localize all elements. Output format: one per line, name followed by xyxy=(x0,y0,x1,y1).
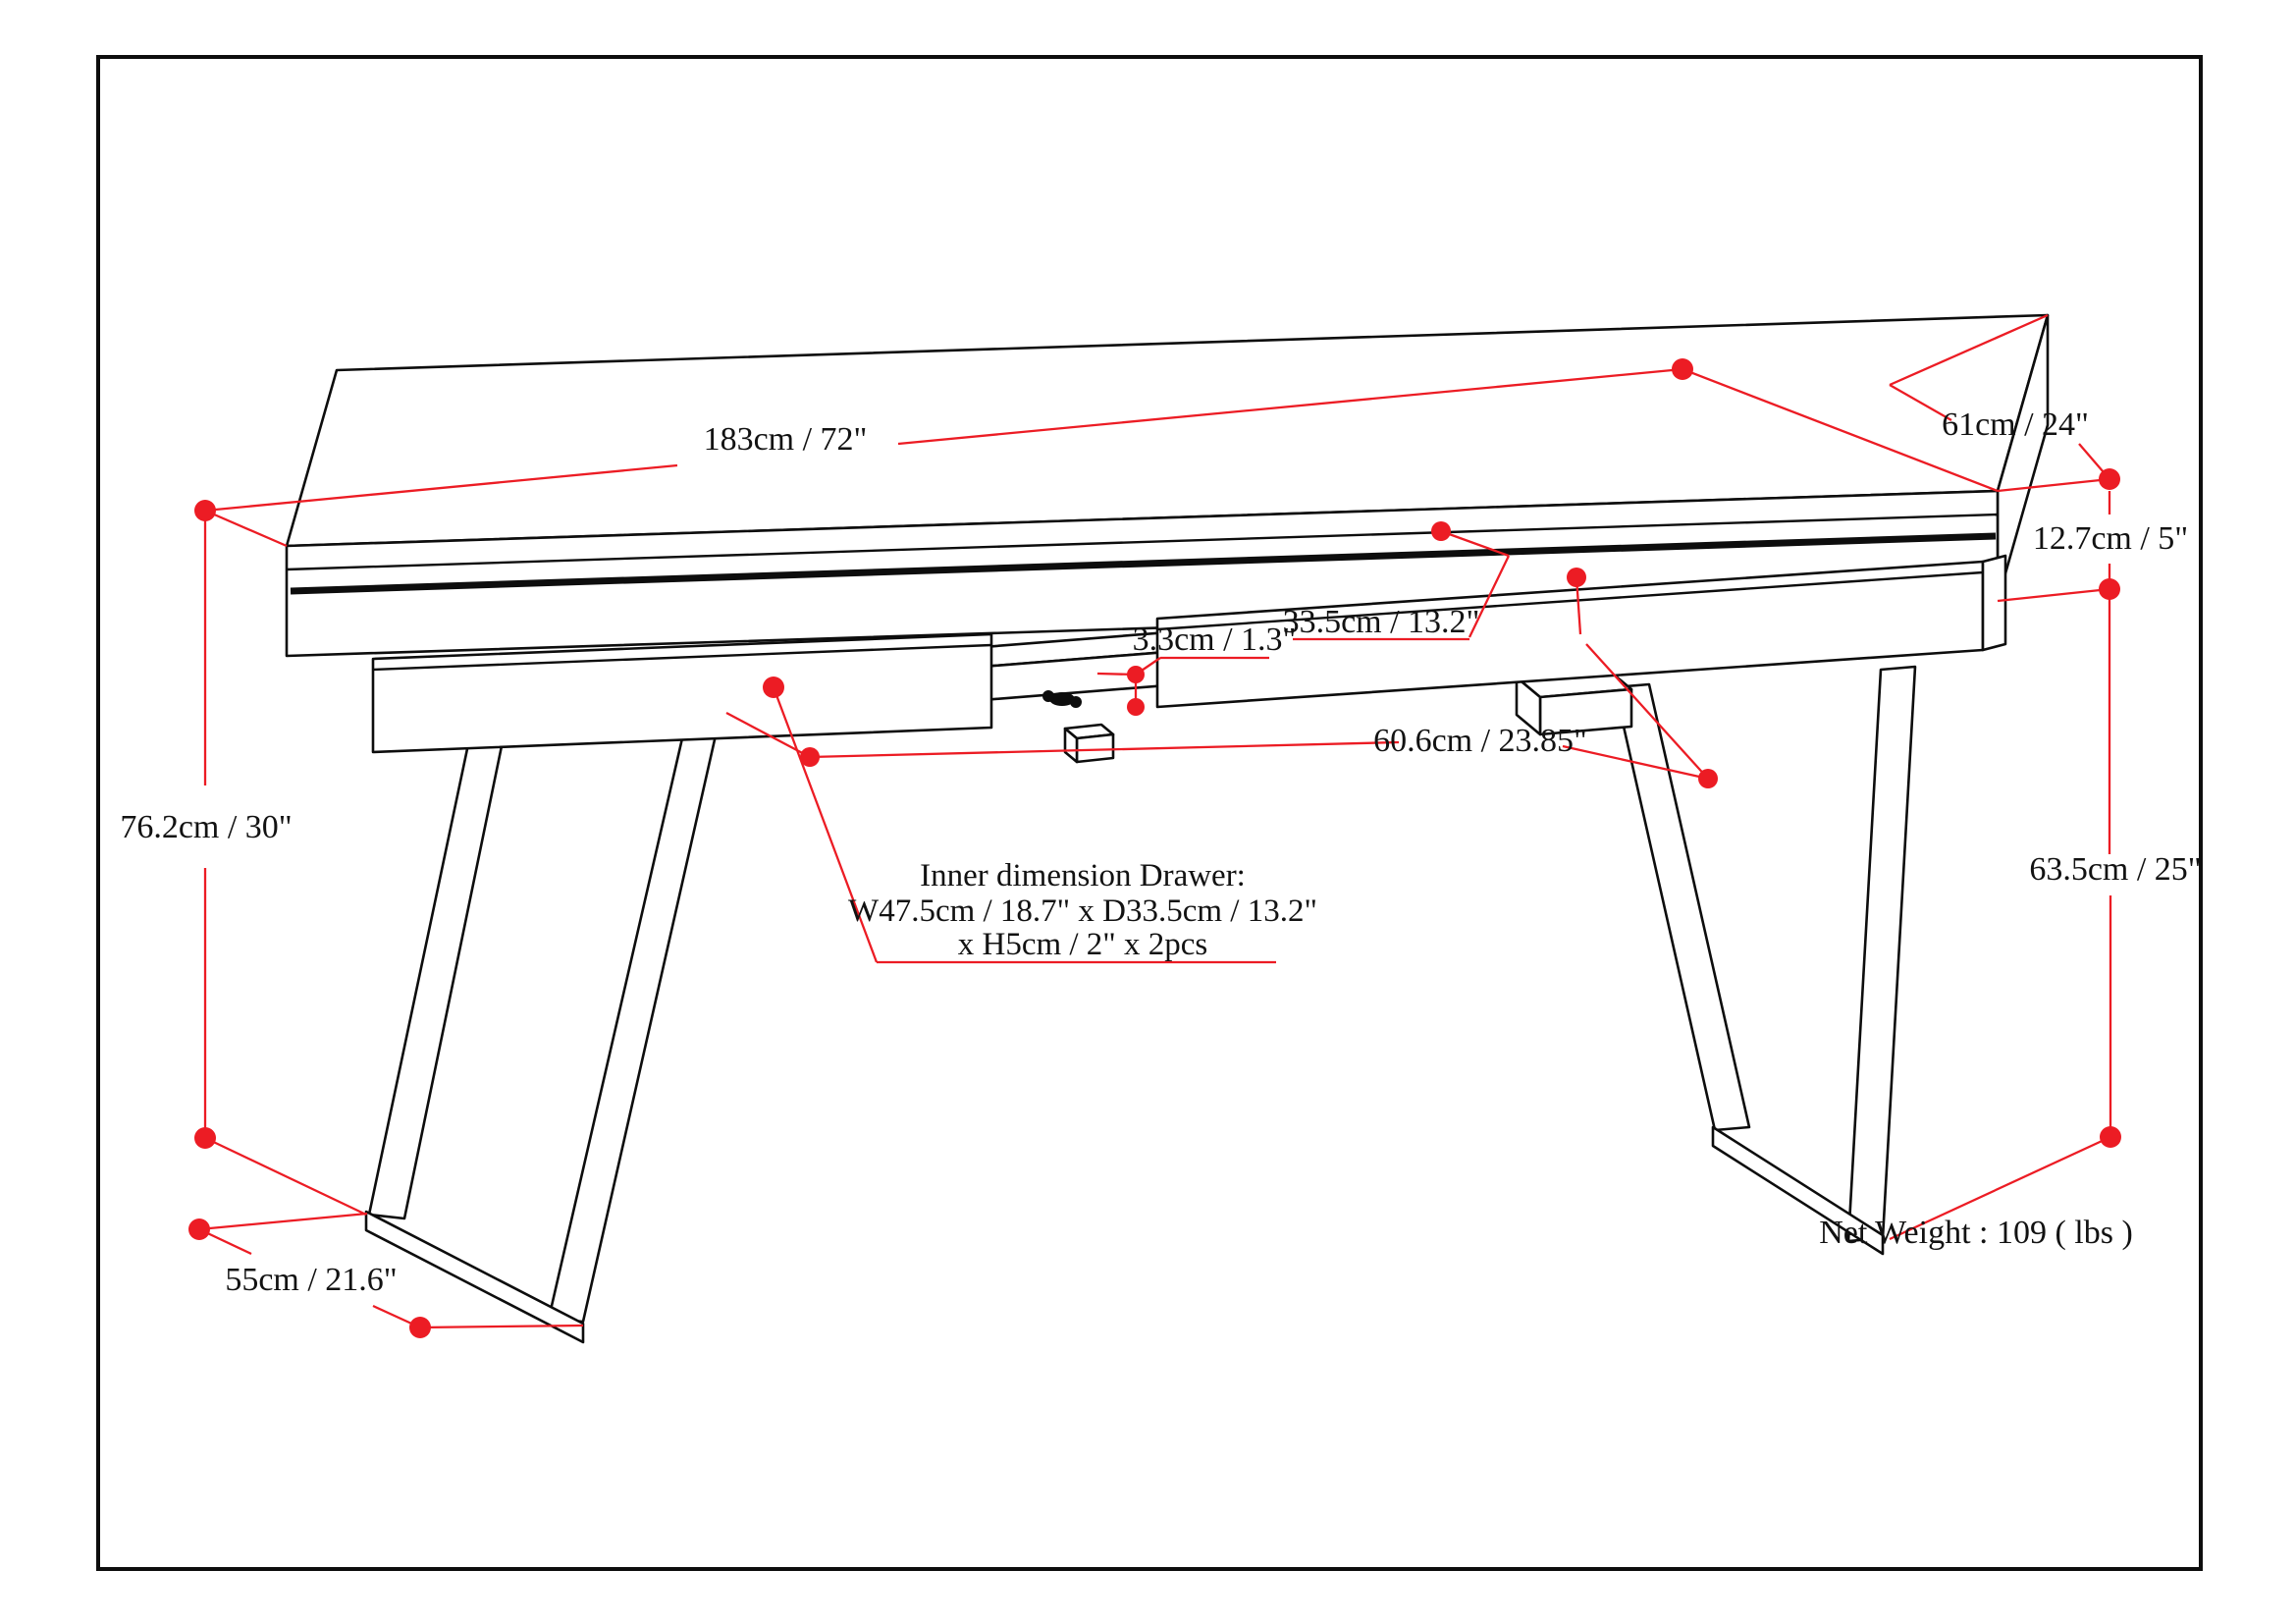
dim-label-top-length: 183cm / 72" xyxy=(704,421,868,458)
dim-label-top-depth: 61cm / 24" xyxy=(1942,406,2089,443)
inner-drawer-note-line2: W47.5cm / 18.7" x D33.5cm / 13.2" xyxy=(848,893,1317,929)
dim-label-foot-depth: 55cm / 21.6" xyxy=(225,1262,397,1298)
net-weight-label: Net Weight : 109 ( lbs ) xyxy=(1819,1215,2133,1251)
dim-label-tray-width: 60.6cm / 23.85" xyxy=(1373,723,1587,759)
dimension-endpoint-dots xyxy=(188,358,2121,1338)
dim-label-top-thickness: 12.7cm / 5" xyxy=(2033,520,2188,557)
dim-label-overall-height: 76.2cm / 30" xyxy=(120,809,292,845)
inner-drawer-note-line3: x H5cm / 2" x 2pcs xyxy=(958,927,1208,962)
dim-label-leg-clearance: 63.5cm / 25" xyxy=(2029,851,2201,888)
left-drawer xyxy=(371,632,993,754)
tray-support-block-left xyxy=(1063,723,1115,764)
dimension-lines xyxy=(188,313,2121,1338)
dim-label-tray-thickness: 3.3cm / 1.3" xyxy=(1133,622,1297,658)
right-drawer xyxy=(1155,554,2007,709)
desk-illustration xyxy=(285,313,2050,1344)
dimension-labels: 183cm / 72" 61cm / 24" 12.7cm / 5" 76.2c… xyxy=(120,406,2201,1298)
left-leg xyxy=(364,733,718,1344)
dim-line-leg-clearance xyxy=(1889,599,2112,1241)
inner-drawer-note-line1: Inner dimension Drawer: xyxy=(920,858,1246,893)
dim-label-tray-depth: 33.5cm / 13.2" xyxy=(1283,604,1480,640)
dim-line-tray-width xyxy=(725,643,1709,781)
dim-line-top-length xyxy=(204,367,1999,548)
notes: Inner dimension Drawer: W47.5cm / 18.7" … xyxy=(848,858,2133,1251)
page-border xyxy=(96,55,2203,1571)
right-leg xyxy=(1613,665,1917,1256)
leader-inner-drawer xyxy=(772,686,1276,964)
dim-line-top-thickness xyxy=(1997,477,2111,603)
dim-line-overall-height xyxy=(203,511,367,1217)
